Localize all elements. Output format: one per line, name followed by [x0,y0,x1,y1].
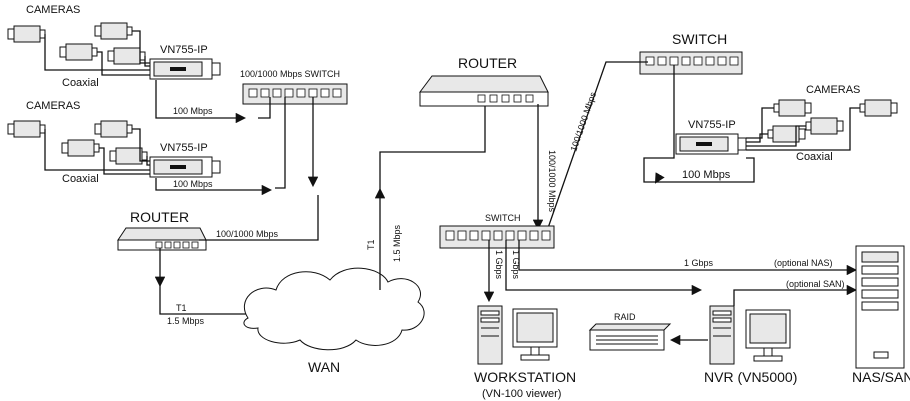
link-speed-label: 100/1000 Mbps [568,90,598,152]
switch-right [639,51,743,75]
camera-icon [7,25,46,43]
wan-label: WAN [308,359,340,375]
coaxial-label: Coaxial [62,173,99,185]
workstation-monitor-icon [512,308,558,361]
camera-icon [59,43,98,61]
switch-icon [639,51,743,75]
coaxial-label: Coaxial [796,151,833,163]
gbps-label: 1 Gbps [494,250,504,280]
router-icon [117,227,207,241]
workstation-sub-label: (VN-100 viewer) [482,388,561,400]
encoder-icon [675,133,747,155]
cameras-label: CAMERAS [26,4,80,16]
encoder-label: VN755-IP [160,142,208,154]
switch-label: SWITCH [672,31,727,47]
switch-icon [242,83,348,105]
optional-san-label: (optional SAN) [786,279,845,289]
camera-icon [805,117,844,135]
link-speed-label: 100/1000 Mbps [216,229,279,239]
cameras-label: CAMERAS [806,84,860,96]
encoder-label: VN755-IP [688,119,736,131]
t1-speed-label: 1.5 Mbps [167,316,205,326]
speed-label: 100 Mbps [682,169,731,181]
coaxial-label: Coaxial [62,77,99,89]
router-icon [419,75,549,93]
encoder-icon [149,58,221,80]
camera-icon [859,99,898,117]
encoder-icon [149,156,221,178]
camera-icon [61,139,100,157]
router-label: ROUTER [458,55,517,71]
switch-top-left [242,83,348,105]
speed-label: 100 Mbps [173,106,213,116]
t1-speed-label: 1.5 Mbps [392,224,402,262]
nas-tower [855,245,905,369]
encoder-label: VN755-IP [160,44,208,56]
workstation-label: WORKSTATION [474,369,576,385]
camera-icon [7,120,46,138]
optional-nas-label: (optional NAS) [774,258,833,268]
camera-group-2 [7,120,221,178]
camera-icon [94,22,133,40]
raid-label: RAID [614,312,636,322]
nvr-monitor-icon [745,309,791,362]
raid-unit [588,323,672,351]
router-label: ROUTER [130,209,189,225]
link-speed-label: 100/1000 Mbps [547,150,557,213]
wan-cloud [243,267,425,351]
nas-san-label: NAS/SAN [852,369,910,385]
cameras-label: CAMERAS [26,100,80,112]
switch-label: 100/1000 Mbps SWITCH [240,69,340,79]
gbps-label: 1 Gbps [684,258,714,268]
gbps-label: 1 Gbps [511,250,521,280]
camera-group-1 [7,22,221,80]
camera-icon [767,125,806,143]
camera-group-3 [675,99,898,155]
speed-label: 100 Mbps [173,179,213,189]
router-center [419,75,549,107]
camera-icon [94,120,133,138]
camera-icon [773,99,812,117]
t1-label: T1 [366,239,376,250]
switch-center [439,225,555,249]
workstation-tower-icon [477,305,503,365]
nvr-tower-icon [709,305,735,365]
router-left [117,227,207,251]
t1-label: T1 [176,303,187,313]
nvr-label: NVR (VN5000) [704,369,797,385]
switch-label: SWITCH [485,213,521,223]
